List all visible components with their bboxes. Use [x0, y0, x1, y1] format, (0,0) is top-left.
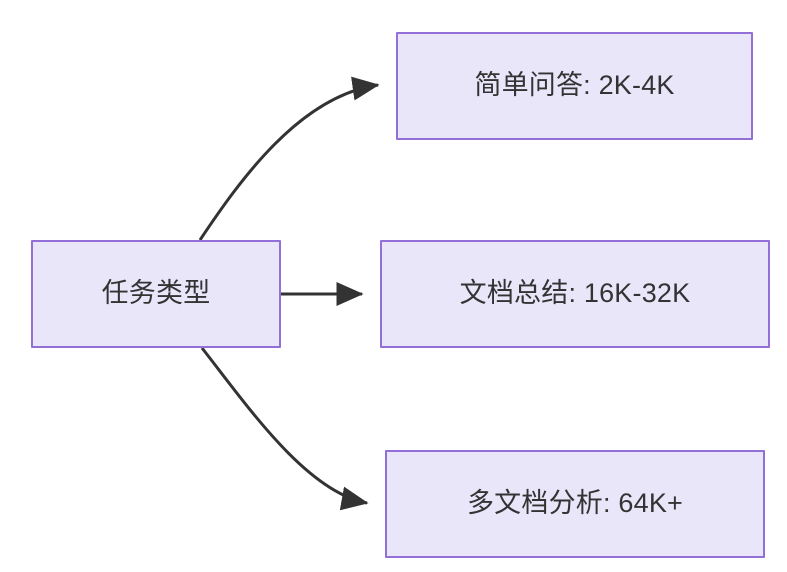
node-multi-doc-label: 多文档分析: 64K+	[466, 488, 683, 519]
node-doc-summary[interactable]: 文档总结: 16K-32K	[380, 240, 770, 348]
node-task-type-label: 任务类型	[101, 278, 211, 309]
edge-root-to-multi-doc	[200, 347, 369, 511]
node-doc-summary-label: 文档总结: 16K-32K	[459, 278, 691, 309]
node-simple-qa-label: 简单问答: 2K-4K	[474, 70, 675, 101]
node-multi-doc[interactable]: 多文档分析: 64K+	[385, 450, 765, 558]
node-simple-qa[interactable]: 简单问答: 2K-4K	[396, 32, 753, 140]
edge-root-to-simple-qa	[198, 76, 380, 241]
node-task-type[interactable]: 任务类型	[31, 240, 281, 348]
